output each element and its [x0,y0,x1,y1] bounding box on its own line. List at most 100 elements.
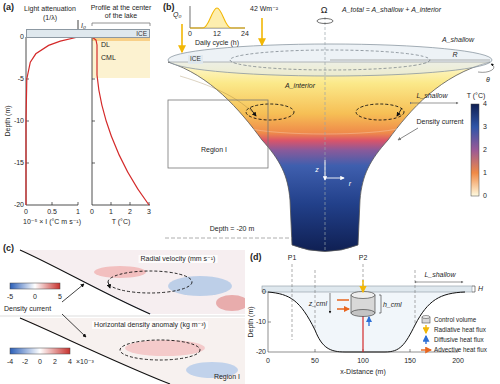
legend-label: Radiative heat flux [434,326,486,333]
callout: Density current [4,305,51,313]
panel-a-plot [26,37,78,205]
lake-bowl [478,64,494,72]
legend-label: Control volume [434,316,476,323]
tick: -10 [256,318,266,326]
band-label: ICE [29,30,147,37]
tick: 0 [266,357,270,365]
profile-label: P1 [288,254,297,262]
annotation-lines [412,103,458,104]
daily-cycle-plot [190,6,245,28]
tick: 0 [20,33,24,41]
ice-band: ICE [26,29,150,38]
tick: -20 [256,348,266,356]
rotation-axis [325,160,326,180]
tick: 12 [213,30,221,38]
legend-label: Diffusive heat flux [434,336,484,343]
axis-symbol: r [349,180,351,188]
tick: 5 [58,293,62,301]
tick: 0 [188,30,192,38]
lake-cross-section [292,264,415,340]
panel-c-fields [108,282,110,288]
tick: 1 [483,169,487,177]
panel-c-fields [20,250,150,314]
symbol: A_shallow [442,36,474,44]
value-label: 42 Wm⁻² [250,5,278,13]
plot-title: Radial velocity (mm s⁻¹) [139,255,218,263]
lake-cross-section [351,310,375,317]
lake-bowl [168,44,494,252]
symbol: h_cml [383,301,402,309]
annotation-lines [165,238,292,239]
panel-c-fields [10,348,70,354]
panel-c-fields [108,271,192,293]
symbol: L_shallow [424,271,455,279]
tick: 2 [53,358,57,366]
lake-bowl [246,128,402,134]
axis-title: 10⁻⁵ × I (°C m s⁻¹) [23,218,81,226]
legend-samples [422,316,430,319]
symbol: Q₀ [173,11,181,19]
tick: 200 [452,357,464,365]
daily-cycle-plot [261,18,263,45]
tick: 150 [404,357,416,365]
tick: 24 [241,30,249,38]
rotation-axis [325,178,344,179]
legend-samples [425,336,426,344]
tick: -15 [14,159,24,167]
tick: -20 [14,201,24,209]
region-label: Region I [201,146,227,154]
panel-a-plot [92,23,150,26]
plot-title: Horizontal density anomaly (kg m⁻³) [92,321,208,329]
tick: 0 [38,358,42,366]
tick: 50 [311,357,319,365]
panel-letter: (b) [163,2,175,12]
panel-a-plot [26,37,78,205]
rotation-axis [317,19,333,24]
annotation-lines [165,103,479,238]
tick: 0 [33,293,37,301]
legend-samples [421,316,431,351]
tick: 0 [90,208,94,216]
lake-cross-section [262,286,472,292]
lake-bowl [397,108,402,116]
panel-c-fields [125,340,205,356]
axis-title: Depth (m) [4,105,12,136]
equation: A_total = A_shallow + A_interior [342,6,441,14]
panel-letter: (d) [250,252,262,262]
tick: 2 [128,208,132,216]
lake-bowl [168,44,492,76]
symbol: L_shallow [416,92,447,100]
lake-cross-section [368,317,369,326]
colorbar-title: T (°C) [467,92,486,100]
panel-a-plot [92,37,149,205]
tick: 1 [76,208,80,216]
panel-letter: (a) [3,2,14,12]
plot-title: Profile at the center of the lake [89,4,153,20]
layer-label: DL [101,41,110,49]
panel-a-plot [26,20,150,205]
daily-cycle-plot [182,6,262,52]
tick: -10 [14,117,24,125]
lake-cross-section [268,292,458,352]
tick: 0 [483,192,487,200]
tick: -5 [7,293,13,301]
rotation-axis [317,17,344,250]
tick: 1 [109,208,113,216]
panel-letter: (c) [3,243,14,253]
axis-title: Depth (m) [247,306,255,337]
daily-cycle-plot [181,24,183,52]
lake-cross-section [330,293,331,313]
panel-a-plot [92,37,150,205]
tick: 0 [262,288,266,296]
lake-cross-section [362,280,364,292]
panel-c-fields [120,340,200,360]
tick: 4 [483,100,487,108]
annotation-lines [471,104,479,196]
symbol: θ [486,76,490,84]
panel-a-plot [26,79,78,205]
axis-title: Light attenuation [24,5,76,13]
lake-bowl [168,100,268,168]
tick: 0 [24,208,28,216]
tick: -4 [7,358,13,366]
